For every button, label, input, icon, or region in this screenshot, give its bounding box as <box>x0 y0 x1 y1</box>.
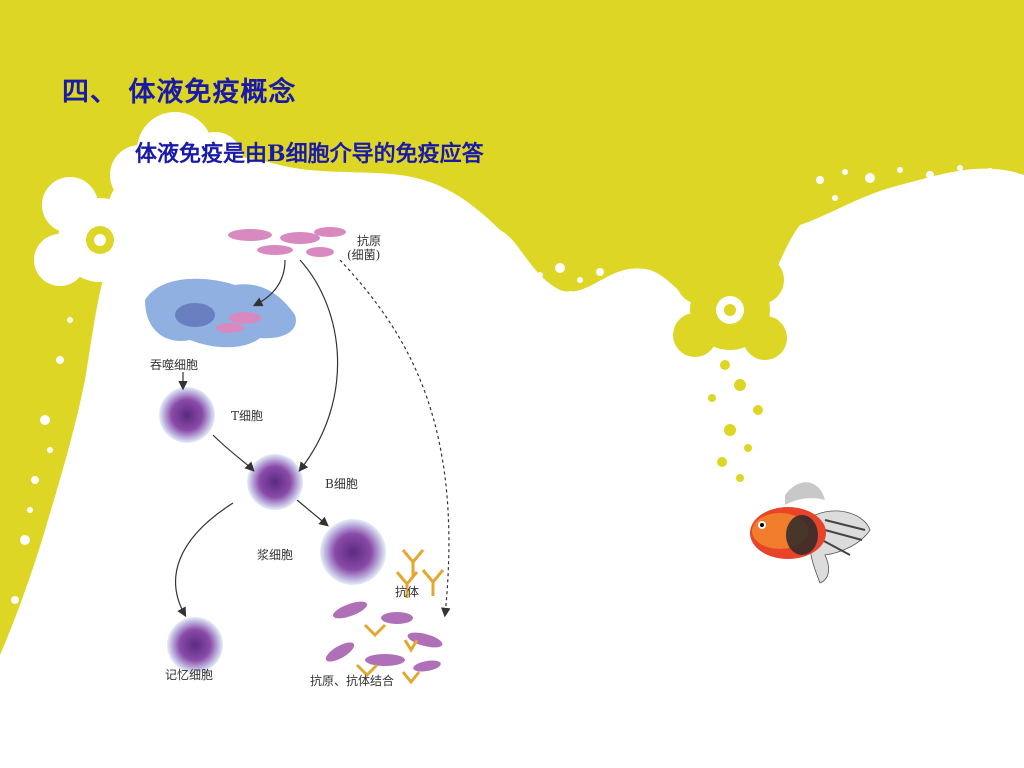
goldfish-illustration <box>750 482 871 584</box>
antigen-bacteria <box>228 227 346 257</box>
memory-cell-label: 记忆细胞 <box>165 668 214 682</box>
plasma-cell <box>320 519 386 585</box>
flow-arrows <box>174 259 451 618</box>
left-flower-decoration <box>34 177 164 289</box>
memory-cell <box>167 617 223 673</box>
antibody-molecules <box>395 549 445 598</box>
humoral-immunity-diagram: 抗原 (细菌) 吞噬细胞 T细胞 B细胞 浆细胞 抗体 记忆细胞 抗原、抗体结合 <box>135 220 475 700</box>
b-cell-label: B细胞 <box>325 477 358 491</box>
dot-trail-decoration <box>708 360 763 482</box>
slide-subtitle: 体液免疫是由B细胞介导的免疫应答 <box>135 141 484 167</box>
b-cell <box>247 454 303 510</box>
antigen-antibody-complex <box>325 601 443 685</box>
antigen-label: 抗原 <box>357 234 382 248</box>
binding-label: 抗原、抗体结合 <box>310 674 395 688</box>
plasma-cell-label: 浆细胞 <box>257 548 294 562</box>
right-flower-decoration <box>673 256 787 360</box>
antigen-sublabel: (细菌) <box>347 248 381 262</box>
macrophage-cell <box>145 278 296 348</box>
antibody-label: 抗体 <box>395 585 420 599</box>
macrophage-label: 吞噬细胞 <box>150 358 199 372</box>
speckle-decoration <box>11 165 1013 604</box>
slide-title: 四、 体液免疫概念 <box>62 77 297 108</box>
t-cell <box>159 387 215 443</box>
diagram-drawing <box>145 227 451 685</box>
t-cell-label: T细胞 <box>231 409 264 423</box>
